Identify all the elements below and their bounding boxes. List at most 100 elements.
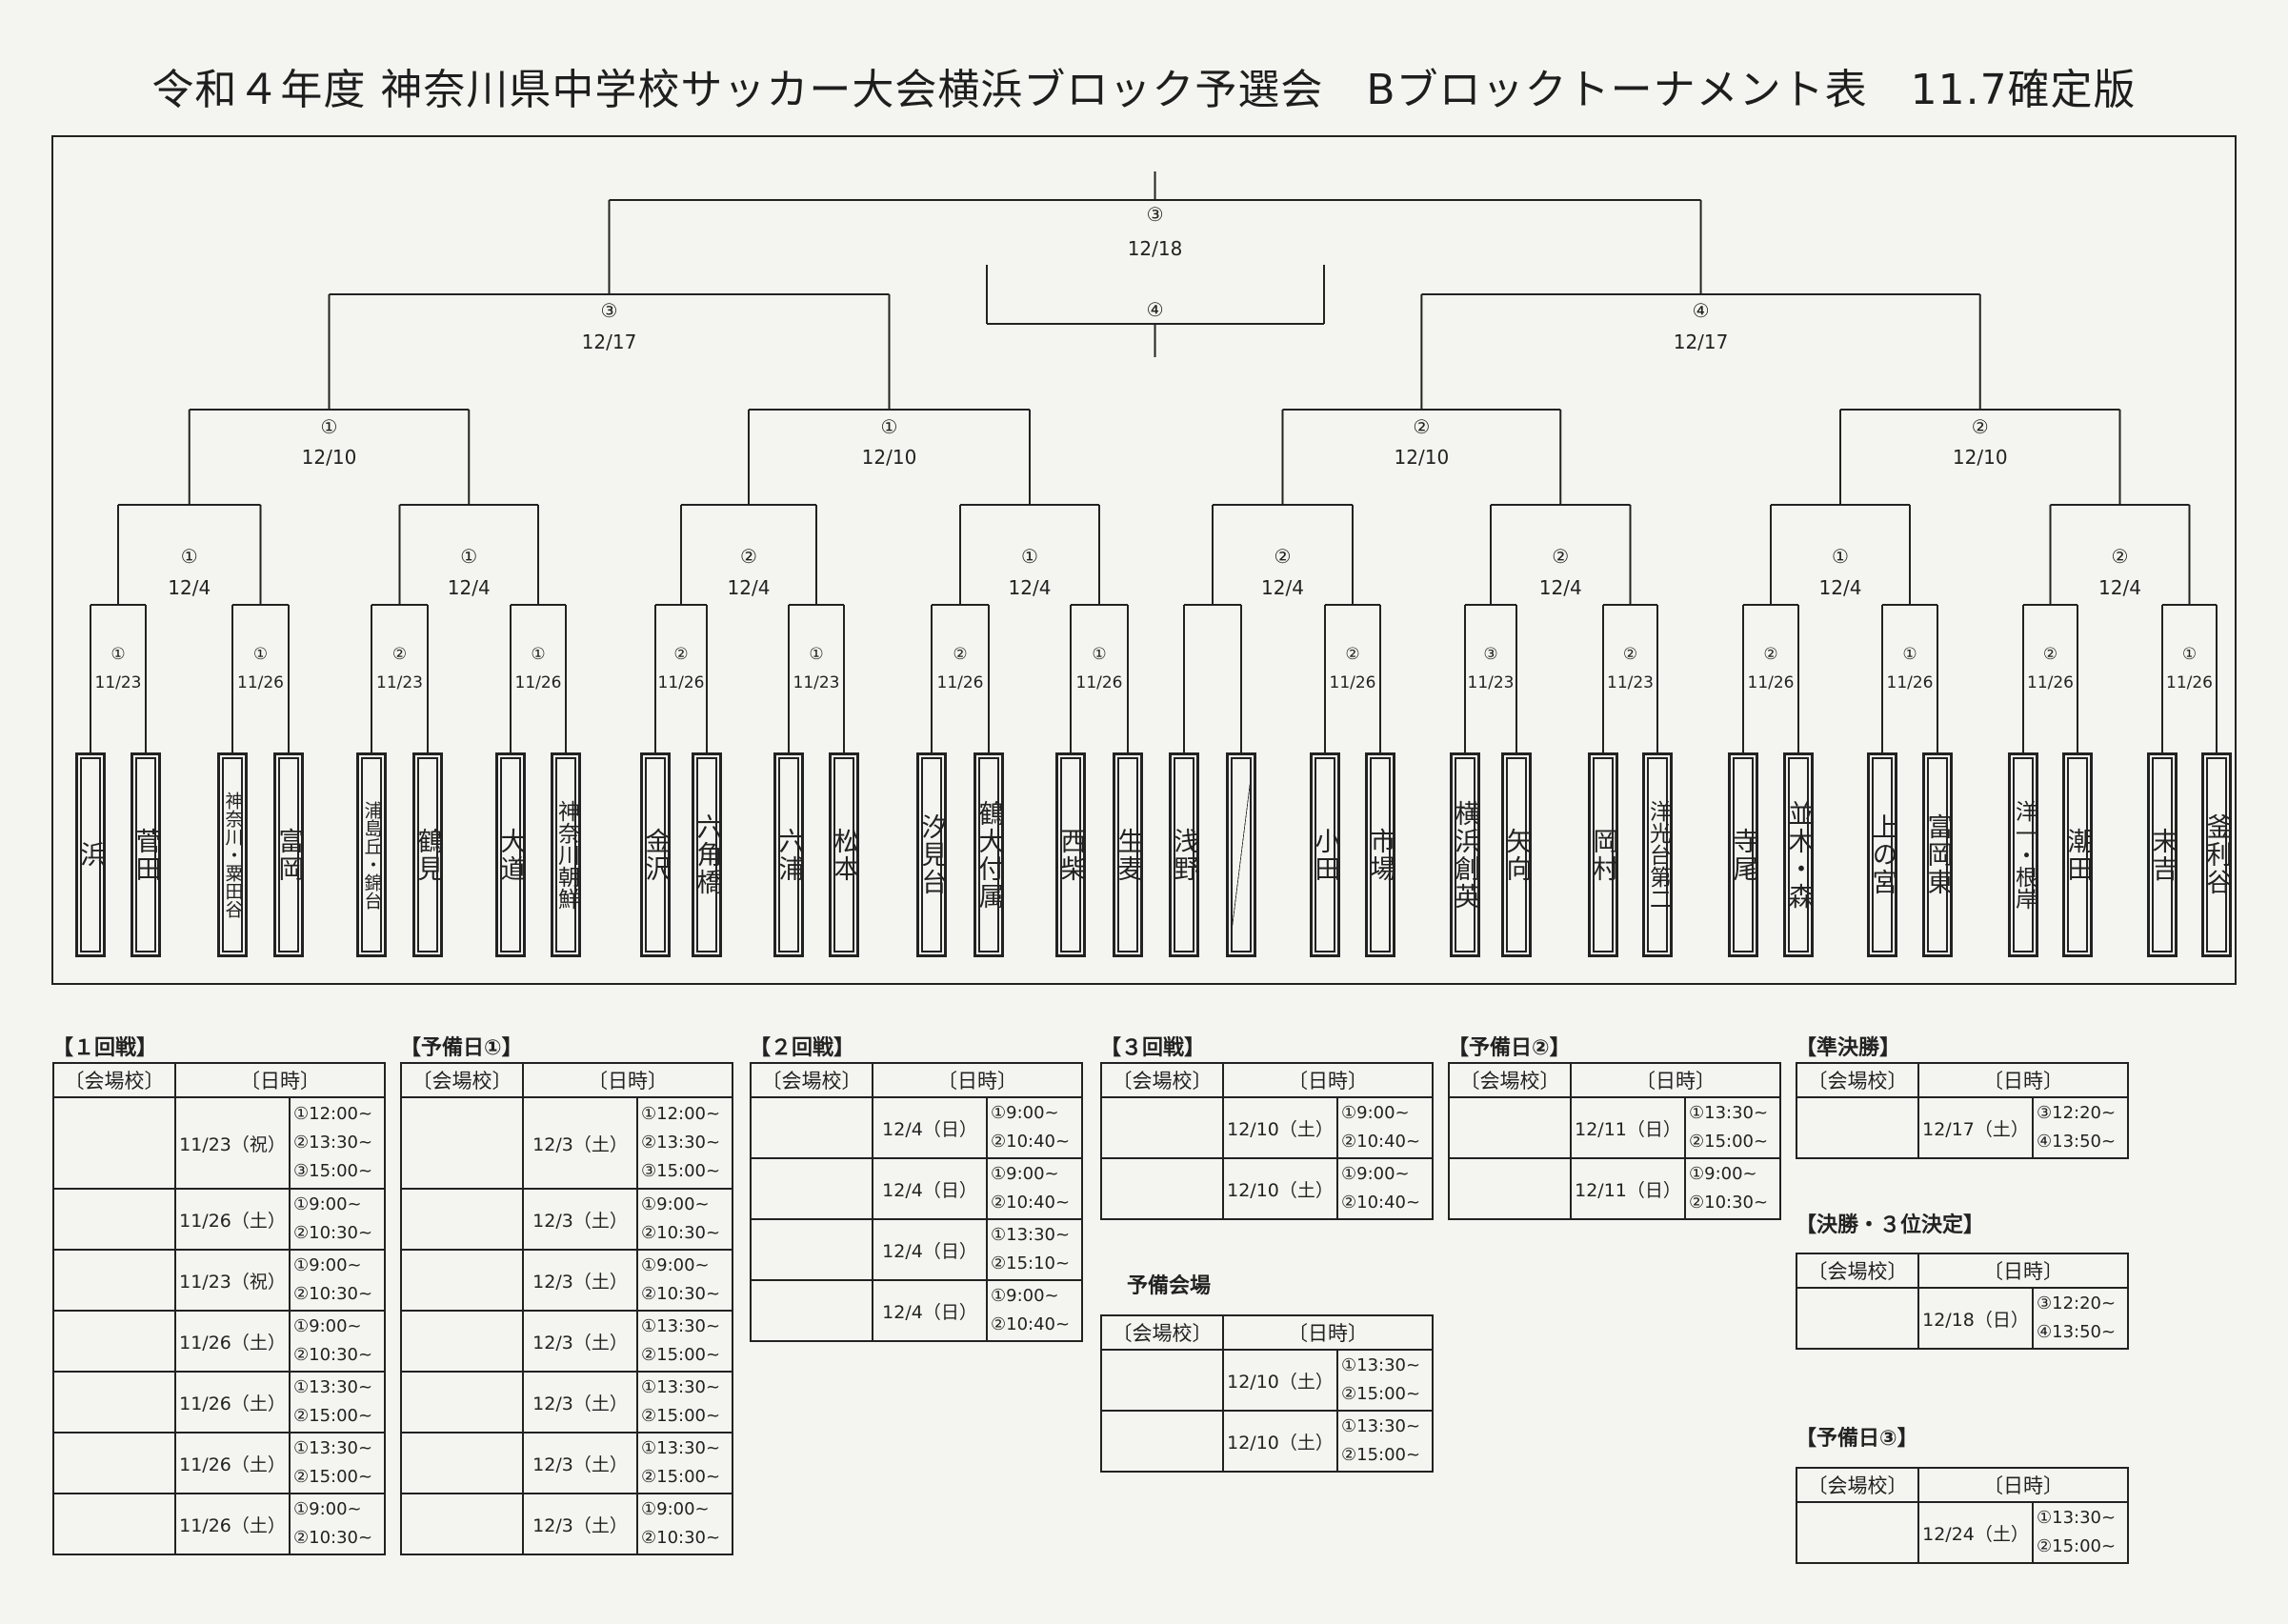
schedule-row: 12/3（土）①13:30~②15:00~ <box>400 1310 733 1373</box>
schedule-label-r1: 【１回戦】 <box>52 1036 158 1060</box>
date-cell: 12/3（土） <box>522 1310 638 1373</box>
venue-cell[interactable] <box>400 1493 524 1555</box>
schedule-row: 12/3（土）①9:00~②10:30~ <box>400 1249 733 1312</box>
match-date: 11/23 <box>793 673 840 692</box>
time-slot: ①13:30~ <box>1689 1103 1769 1123</box>
venue-cell[interactable] <box>1100 1157 1224 1220</box>
venue-cell[interactable] <box>52 1493 176 1555</box>
venue-cell[interactable] <box>400 1310 524 1373</box>
venue-cell[interactable] <box>1448 1096 1572 1159</box>
venue-cell[interactable] <box>1796 1501 1919 1564</box>
venue-cell[interactable] <box>1448 1157 1572 1220</box>
venue-cell[interactable] <box>1100 1349 1224 1412</box>
time-slot: ③15:00~ <box>293 1161 373 1181</box>
date-cell: 12/10（土） <box>1222 1157 1338 1220</box>
team-name: 洋光台第二 <box>1645 800 1671 910</box>
time-slot: ①13:30~ <box>1341 1355 1421 1375</box>
times-cell: ①9:00~②10:30~ <box>636 1493 733 1555</box>
venue-cell[interactable] <box>52 1432 176 1494</box>
venue-cell[interactable] <box>52 1188 176 1251</box>
venue-cell[interactable] <box>400 1371 524 1434</box>
time-slot: ①9:00~ <box>641 1255 710 1275</box>
venue-cell[interactable] <box>400 1249 524 1312</box>
match-date: 11/26 <box>237 673 284 692</box>
team-name: 市場 <box>1365 827 1395 883</box>
venue-cell[interactable] <box>400 1096 524 1190</box>
venue-cell[interactable] <box>400 1432 524 1494</box>
time-slot: ③12:20~ <box>2037 1293 2117 1313</box>
match-date: 11/26 <box>1748 673 1795 692</box>
date-cell: 11/26（土） <box>174 1432 291 1494</box>
venue-cell[interactable] <box>52 1096 176 1190</box>
schedule-label-r3: 【３回戦】 <box>1100 1036 1206 1060</box>
time-slot: ①9:00~ <box>293 1316 362 1336</box>
date-cell: 12/3（土） <box>522 1493 638 1555</box>
time-slot: ①13:30~ <box>1341 1416 1421 1436</box>
time-slot: ②13:30~ <box>293 1133 373 1153</box>
time-slot: ②10:40~ <box>1341 1132 1421 1152</box>
time-slot: ②15:00~ <box>641 1406 721 1426</box>
venue-cell[interactable] <box>1796 1287 1919 1350</box>
venue-cell[interactable] <box>400 1188 524 1251</box>
venue-cell[interactable] <box>750 1157 873 1220</box>
team-box: 西柴 <box>1055 752 1086 957</box>
match-date: 12/4 <box>2098 576 2141 599</box>
header-datetime: 〔日時〕 <box>522 1062 733 1098</box>
match-date: 11/26 <box>515 673 562 692</box>
venue-cell[interactable] <box>1100 1410 1224 1473</box>
venue-cell[interactable] <box>1100 1096 1224 1159</box>
match-court: ① <box>460 545 477 568</box>
times-cell: ③12:20~④13:50~ <box>2032 1096 2129 1159</box>
match-date: 11/23 <box>1468 673 1515 692</box>
time-slot: ②10:30~ <box>293 1223 373 1243</box>
team-box: 浅野 <box>1169 752 1199 957</box>
venue-cell[interactable] <box>52 1310 176 1373</box>
match-date: 12/10 <box>862 446 917 469</box>
time-slot: ①9:00~ <box>293 1255 362 1275</box>
match-court: ① <box>110 645 125 664</box>
team-box: 寺尾 <box>1728 752 1758 957</box>
match-date: 11/26 <box>1887 673 1934 692</box>
venue-cell[interactable] <box>52 1371 176 1434</box>
schedule-row: 12/10（土）①9:00~②10:40~ <box>1100 1096 1434 1159</box>
schedule-row: 12/4（日）①9:00~②10:40~ <box>750 1157 1083 1220</box>
venue-cell[interactable] <box>750 1096 873 1159</box>
times-cell: ①13:30~②15:00~ <box>289 1432 386 1494</box>
schedule-table-r3: 〔会場校〕〔日時〕12/10（土）①9:00~②10:40~12/10（土）①9… <box>1100 1062 1434 1220</box>
schedule-table-sp2: 〔会場校〕〔日時〕12/11（日）①13:30~②15:00~12/11（日）①… <box>1448 1062 1781 1220</box>
match-date: 11/23 <box>95 673 142 692</box>
venue-cell[interactable] <box>750 1279 873 1342</box>
match-date: 11/23 <box>1607 673 1654 692</box>
schedule-label-sp3: 【予備日③】 <box>1796 1427 1918 1451</box>
time-slot: ①9:00~ <box>641 1194 710 1214</box>
time-slot: ②15:00~ <box>1689 1132 1769 1152</box>
time-slot: ③15:00~ <box>641 1161 721 1181</box>
schedule-row: 11/23（祝）①12:00~②13:30~③15:00~ <box>52 1096 386 1190</box>
date-cell: 11/26（土） <box>174 1371 291 1434</box>
schedule-label-final: 【決勝・３位決定】 <box>1796 1213 1985 1237</box>
time-slot: ②15:00~ <box>1341 1384 1421 1404</box>
match-court: ① <box>1092 645 1106 664</box>
times-cell: ①9:00~②10:30~ <box>636 1249 733 1312</box>
match-court: ① <box>253 645 268 664</box>
venue-cell[interactable] <box>750 1218 873 1281</box>
team-box: 釜利谷 <box>2201 752 2232 957</box>
team-name: 横浜創英 <box>1450 799 1480 911</box>
time-slot: ①9:00~ <box>641 1499 710 1519</box>
match-date: 12/10 <box>302 446 357 469</box>
schedule-table-reserve_venue: 〔会場校〕〔日時〕12/10（土）①13:30~②15:00~12/10（土）①… <box>1100 1314 1434 1473</box>
times-cell: ①13:30~②15:00~ <box>636 1310 733 1373</box>
venue-cell[interactable] <box>1796 1096 1919 1159</box>
time-slot: ①9:00~ <box>991 1286 1059 1306</box>
match-date: 11/26 <box>2166 673 2213 692</box>
venue-cell[interactable] <box>52 1249 176 1312</box>
date-cell: 12/3（土） <box>522 1188 638 1251</box>
header-datetime: 〔日時〕 <box>174 1062 386 1098</box>
schedule-table-semi: 〔会場校〕〔日時〕12/17（土）③12:20~④13:50~ <box>1796 1062 2129 1159</box>
schedule-table-r2: 〔会場校〕〔日時〕12/4（日）①9:00~②10:40~12/4（日）①9:0… <box>750 1062 1083 1342</box>
times-cell: ①13:30~②15:10~ <box>986 1218 1083 1281</box>
time-slot: ①13:30~ <box>2037 1508 2117 1528</box>
schedule-row: 11/26（土）①13:30~②15:00~ <box>52 1432 386 1494</box>
schedule-row: 11/23（祝）①9:00~②10:30~ <box>52 1249 386 1312</box>
header-venue: 〔会場校〕 <box>1796 1467 1919 1503</box>
